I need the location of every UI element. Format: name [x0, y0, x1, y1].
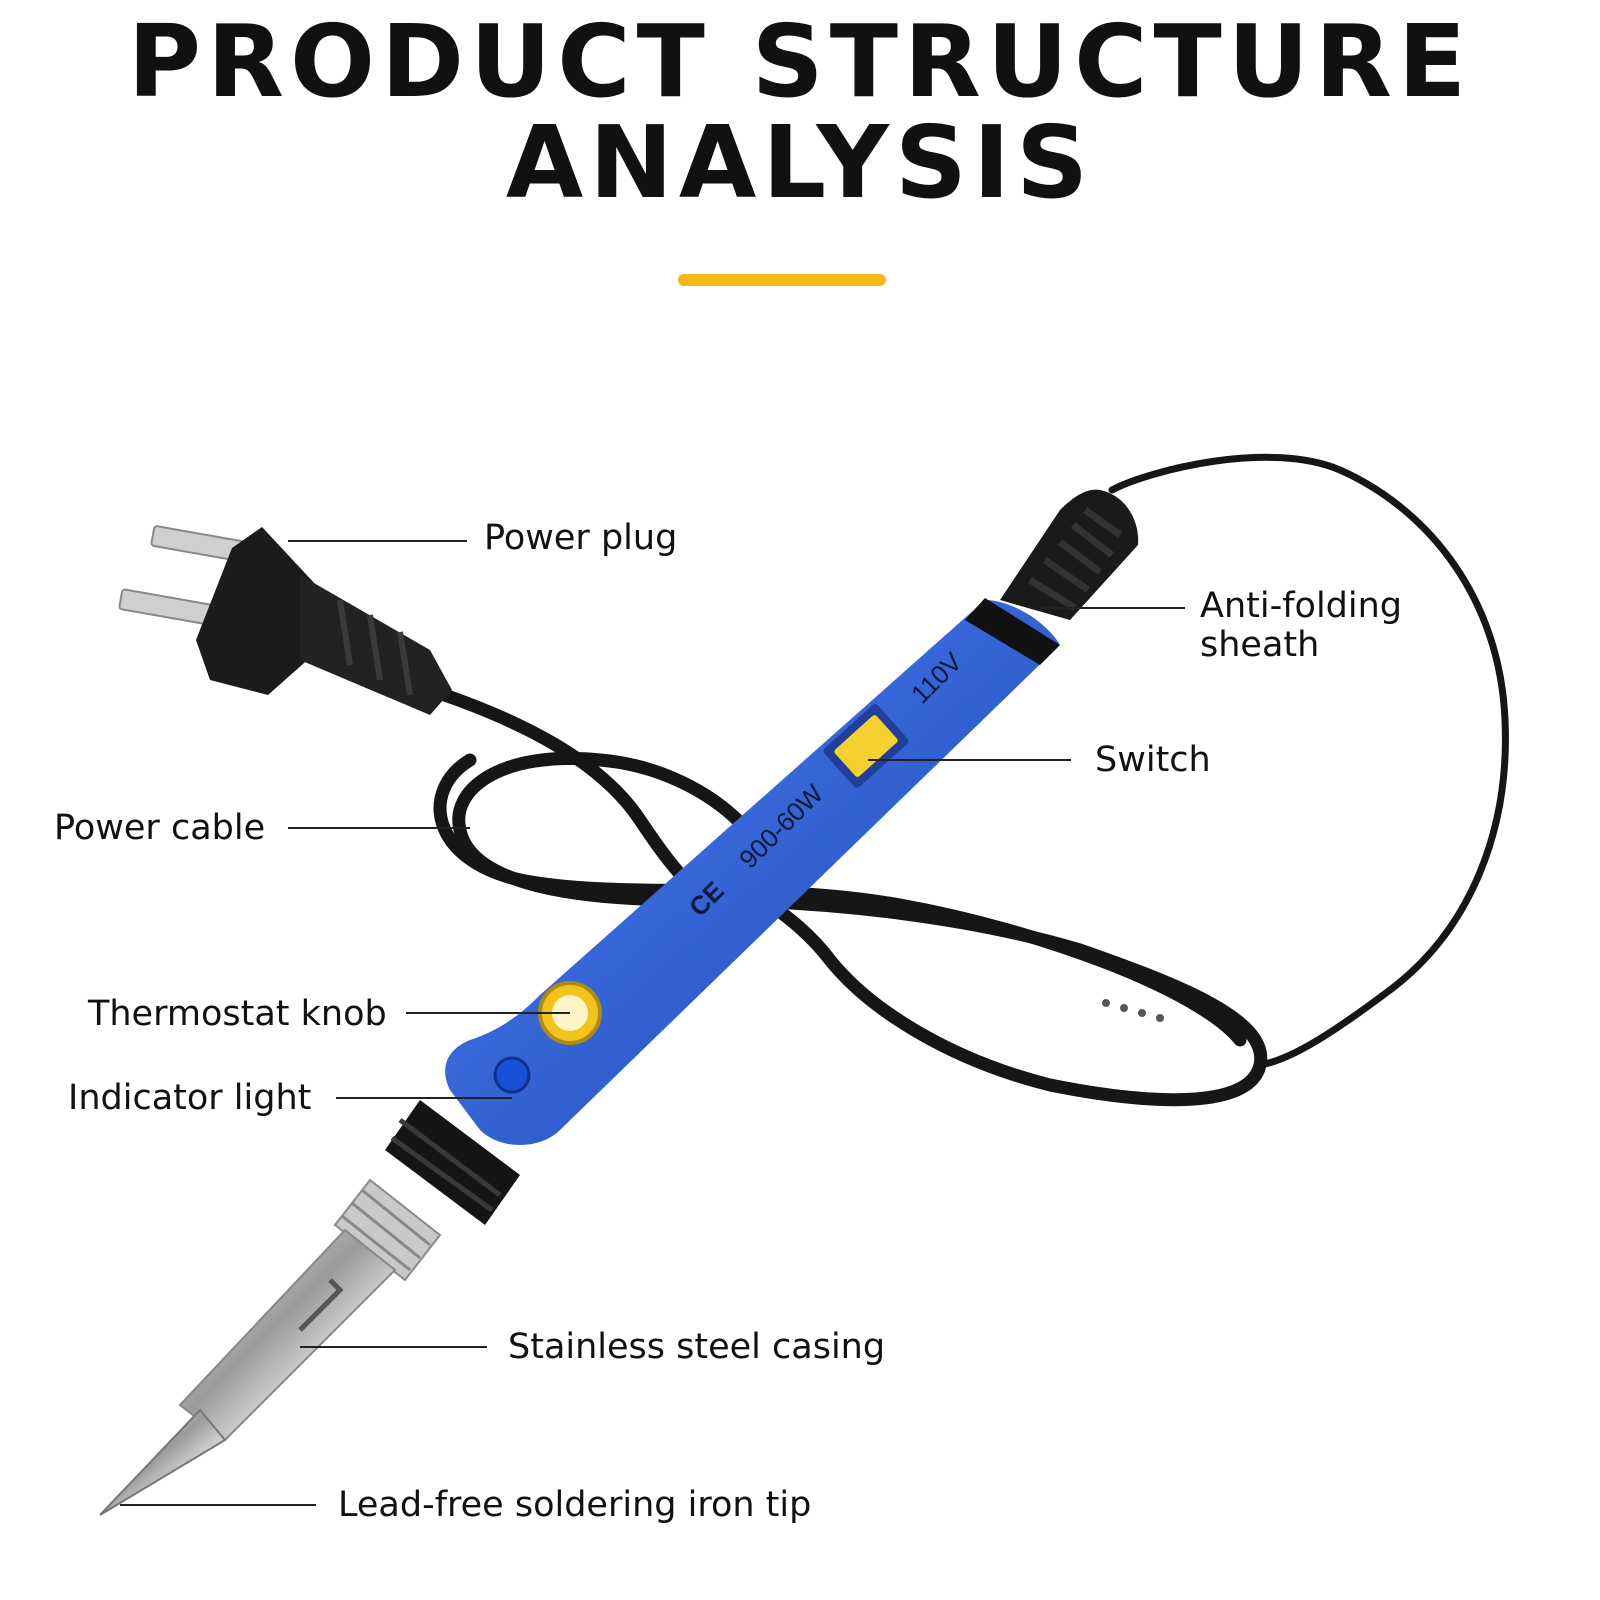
title-accent-bar [678, 274, 886, 286]
label-switch: Switch [1095, 740, 1211, 780]
cable-print [1102, 999, 1164, 1022]
page-title-line-1: PRODUCT STRUCTURE [127, 3, 1473, 120]
label-stainless-steel-casing: Stainless steel casing [508, 1327, 886, 1367]
page-title-line-2: ANALYSIS [505, 104, 1095, 221]
iron-handle [99, 489, 1139, 1516]
power-plug [118, 525, 452, 715]
label-thermostat-knob: Thermostat knob [88, 994, 387, 1034]
label-iron-tip: Lead-free soldering iron tip [338, 1485, 812, 1525]
label-anti-folding-sheath: Anti-folding sheath [1200, 586, 1403, 665]
label-power-cable: Power cable [54, 808, 266, 848]
leader-lines [120, 540, 1185, 1506]
label-power-plug: Power plug [484, 518, 678, 558]
label-indicator-light: Indicator light [68, 1078, 312, 1118]
